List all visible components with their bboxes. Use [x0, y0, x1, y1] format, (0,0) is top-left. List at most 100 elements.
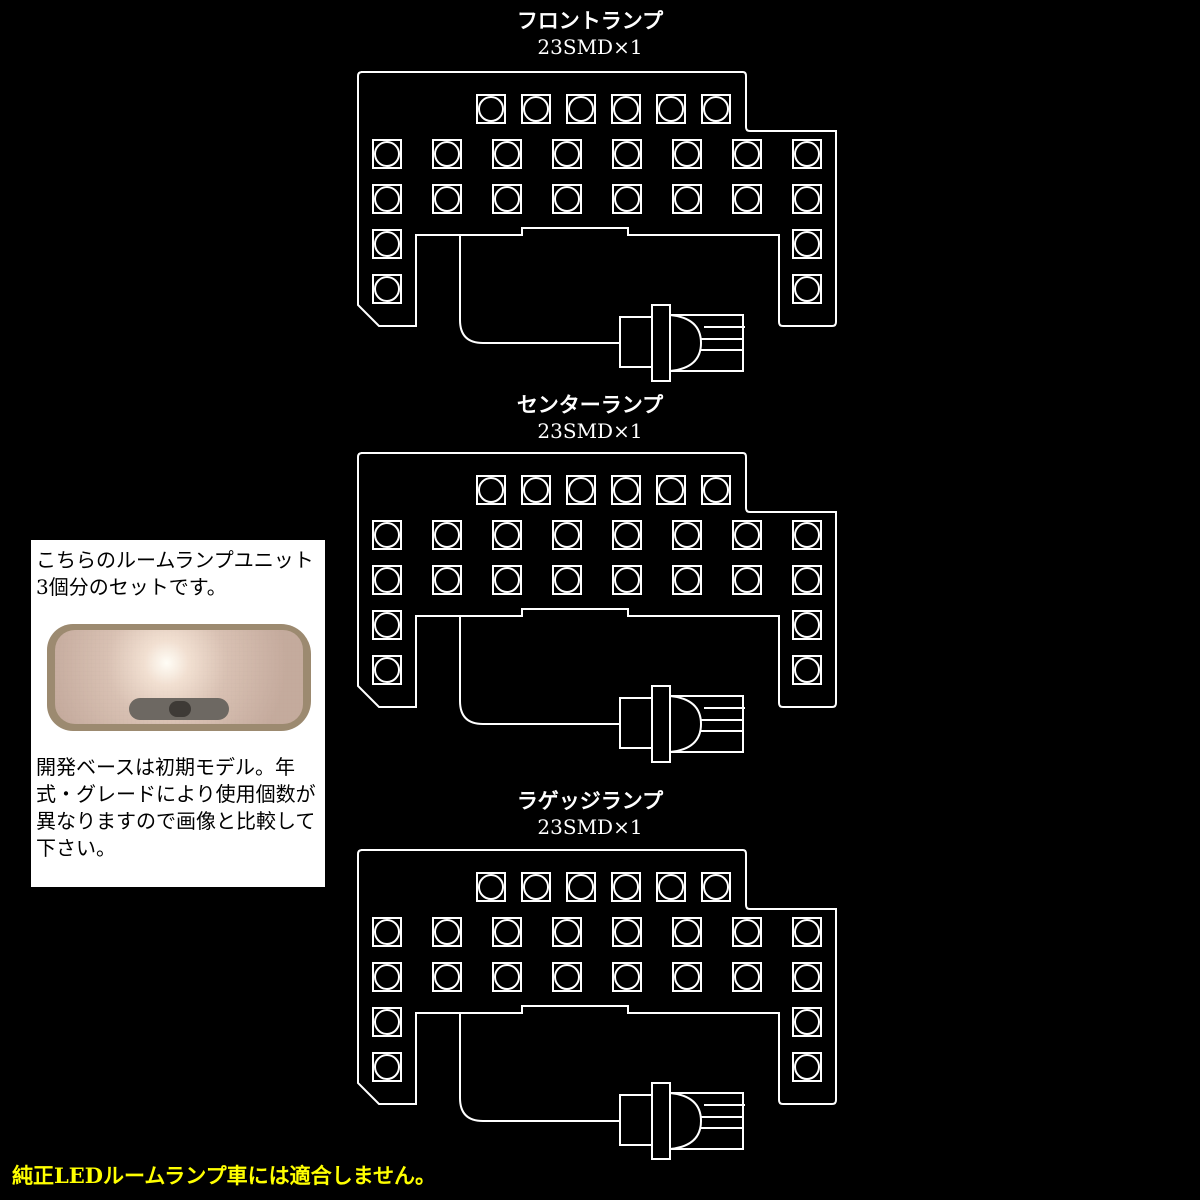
info-panel: こちらのルームランプユニット3個分のセットです。 開発ベースは初期モデル。年式・… [31, 540, 325, 887]
smd-led [612, 565, 642, 595]
led-pad [372, 139, 402, 169]
led-lens [523, 96, 549, 122]
smd-led [732, 565, 762, 595]
led-lens [734, 522, 760, 548]
led-pad [701, 872, 731, 902]
led-lens [794, 276, 820, 302]
smd-led [492, 139, 522, 169]
led-lens [374, 1009, 400, 1035]
led-lens [614, 964, 640, 990]
led-lens [434, 141, 460, 167]
info-intro-text: こちらのルームランプユニット3個分のセットです。 [36, 548, 314, 599]
led-lens [554, 522, 580, 548]
led-pad [432, 520, 462, 550]
smd-led [521, 475, 551, 505]
connector-base [619, 316, 653, 368]
smd-led [611, 872, 641, 902]
smd-led [701, 94, 731, 124]
smd-led [552, 565, 582, 595]
switch-knob [169, 701, 191, 717]
led-lens [374, 522, 400, 548]
led-pad [612, 139, 642, 169]
board-name: ラゲッジランプ [516, 788, 664, 813]
led-lens [614, 567, 640, 593]
led-pad [552, 917, 582, 947]
led-lens [434, 964, 460, 990]
led-lens [374, 612, 400, 638]
led-lens [703, 477, 729, 503]
led-lens [374, 141, 400, 167]
led-board-2 [357, 849, 837, 1160]
led-pad [612, 917, 642, 947]
led-pad [372, 229, 402, 259]
led-lens [374, 567, 400, 593]
led-lens [734, 919, 760, 945]
wire [459, 1014, 620, 1122]
led-pad [372, 962, 402, 992]
led-lens [374, 964, 400, 990]
led-lens [794, 231, 820, 257]
led-lens [494, 567, 520, 593]
led-lens [554, 141, 580, 167]
led-pad [432, 917, 462, 947]
led-pad [611, 872, 641, 902]
led-pad [656, 872, 686, 902]
led-lens [658, 477, 684, 503]
led-lens [703, 874, 729, 900]
connector-base [619, 1094, 653, 1146]
led-pad [656, 94, 686, 124]
led-lens [703, 96, 729, 122]
smd-led [492, 962, 522, 992]
led-lens [478, 477, 504, 503]
smd-led [492, 565, 522, 595]
smd-led [672, 962, 702, 992]
led-lens [613, 96, 639, 122]
board-spec: 23SMD×1 [537, 419, 643, 443]
led-pad [732, 139, 762, 169]
led-pad [672, 565, 702, 595]
led-pad [492, 917, 522, 947]
led-pad [612, 520, 642, 550]
board-name: センターランプ [516, 392, 664, 417]
connector-leads [701, 1104, 745, 1129]
led-lens [658, 874, 684, 900]
board-name: フロントランプ [516, 8, 664, 33]
board-outline [357, 849, 837, 1105]
connector-bulb [669, 314, 744, 372]
smd-led [476, 94, 506, 124]
led-lens [374, 231, 400, 257]
led-lens [568, 477, 594, 503]
smd-led [656, 94, 686, 124]
smd-led [732, 962, 762, 992]
smd-led [372, 274, 402, 304]
led-lens [614, 919, 640, 945]
led-pad [521, 475, 551, 505]
smd-led [432, 520, 462, 550]
smd-led [372, 229, 402, 259]
led-pad [552, 184, 582, 214]
led-pad [792, 139, 822, 169]
led-lens [614, 186, 640, 212]
smd-led [792, 229, 822, 259]
smd-led [432, 184, 462, 214]
led-lens [478, 874, 504, 900]
led-lens [478, 96, 504, 122]
led-lens [794, 657, 820, 683]
smd-led [521, 872, 551, 902]
led-lens [374, 919, 400, 945]
connector-collar [651, 685, 671, 763]
led-pad [492, 520, 522, 550]
smd-led [476, 872, 506, 902]
smd-led [611, 94, 641, 124]
t10-wedge-connector [619, 1082, 745, 1160]
smd-led [792, 139, 822, 169]
led-pad [792, 184, 822, 214]
smd-led [566, 94, 596, 124]
led-pad [732, 962, 762, 992]
led-lens [794, 612, 820, 638]
smd-led [792, 1052, 822, 1082]
led-lens [674, 522, 700, 548]
smd-led [612, 139, 642, 169]
led-pad [476, 872, 506, 902]
